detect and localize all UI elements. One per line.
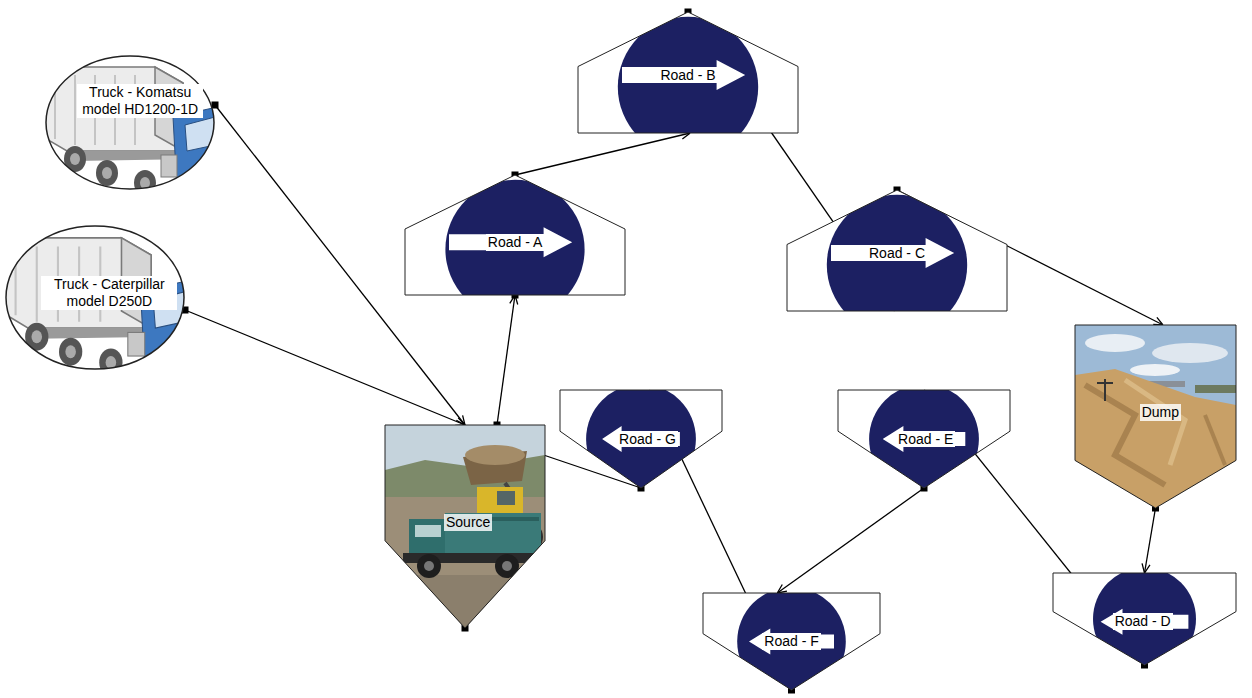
connector [777, 488, 924, 593]
shape-part [424, 561, 434, 571]
truck-circle: Truck - Komatsu model HD1200-1D [45, 55, 215, 190]
road-sign-disc [827, 195, 967, 335]
road-sign-arrow [449, 227, 572, 257]
shape-part [1130, 364, 1180, 376]
road-sign-arrow [602, 426, 680, 452]
node-label: Road - B [658, 67, 717, 84]
shape-part [45, 55, 215, 190]
road-sign-disc [618, 17, 758, 157]
shape-part [445, 513, 541, 555]
truck-circle-outline [46, 56, 214, 189]
source-pit: Source [385, 425, 545, 628]
road-sign-disc [737, 587, 846, 696]
shape-part [385, 425, 545, 628]
shape-part [64, 146, 86, 172]
connector [515, 133, 690, 175]
photo-illustration [1075, 325, 1236, 508]
pit-outline-fill [1075, 325, 1236, 508]
road-outline [560, 390, 722, 488]
road-node: Road - E [838, 390, 1010, 488]
shape-part [1125, 380, 1185, 465]
truck-circle-outline [6, 226, 184, 369]
shape-part [134, 170, 156, 196]
shape-part [385, 497, 545, 628]
pit-outline-fill [385, 425, 545, 628]
pit-outline [385, 425, 545, 628]
pit-outline [1075, 325, 1236, 508]
road-outline [578, 12, 798, 133]
node-label: Road - E [896, 431, 955, 448]
shape-part [1205, 415, 1225, 465]
road-sign-arrow [883, 426, 966, 452]
shape-part [70, 153, 80, 165]
shape-holder [45, 55, 215, 190]
node-label: Road - G [617, 431, 678, 448]
road-sign-disc [445, 180, 584, 319]
shape-part [185, 117, 215, 151]
shape-part [128, 332, 145, 356]
road-sign-arrow [1101, 609, 1189, 635]
truck-circle: Truck - Caterpillar model D250D [5, 225, 185, 370]
shape-part [1075, 325, 1236, 508]
road-sign-arrow [749, 629, 834, 655]
photo-illustration [385, 425, 545, 628]
shape-part [1097, 382, 1113, 384]
road-node: Road - A [405, 175, 625, 295]
shape-part [409, 519, 449, 555]
road-node: Road - C [787, 190, 1007, 311]
node-label: Road - A [486, 234, 544, 251]
road-sign-disc [1093, 568, 1196, 671]
shape-part [102, 167, 112, 179]
road-node: Road - B [578, 12, 798, 133]
road-outline [703, 593, 880, 690]
road-sign-arrow [831, 238, 954, 268]
node-label: Road - C [867, 245, 927, 262]
shape-part [415, 525, 441, 537]
shape-part [1075, 369, 1236, 508]
node-label: Dump [1140, 404, 1181, 421]
node-label: Source [444, 514, 492, 531]
shape-part [31, 330, 42, 343]
shape-part [25, 323, 48, 351]
truck-illustration [0, 238, 187, 377]
shape-part [465, 445, 525, 465]
shape-part [495, 554, 519, 578]
road-node: Road - F [703, 593, 880, 690]
shape-part [99, 349, 122, 377]
shape-part [417, 554, 441, 578]
shape-part [1085, 334, 1145, 352]
connector [185, 310, 465, 425]
shape-part [96, 160, 118, 186]
shape-part [497, 491, 515, 505]
node-label: Road - F [762, 633, 820, 650]
road-outline [1053, 573, 1236, 665]
shape-part [385, 575, 545, 628]
road-sign-disc [869, 384, 979, 494]
shape-part [173, 107, 217, 190]
shape-part [1195, 385, 1236, 393]
road-node: Road - D [1053, 573, 1236, 665]
node-label: Truck - Komatsu model HD1200-1D [77, 84, 203, 118]
node-label: Road - D [1113, 613, 1173, 630]
shape-part [1152, 343, 1228, 363]
road-outline [787, 190, 1007, 311]
shape-part [161, 155, 177, 177]
road-outline [405, 175, 625, 295]
road-sign-disc [586, 384, 696, 494]
shape-part [502, 561, 512, 571]
connector [497, 295, 515, 425]
shape-part [40, 67, 217, 196]
road-sign-arrow [622, 60, 745, 90]
shape-part [65, 345, 76, 358]
shape-part [0, 238, 187, 377]
connector [1145, 508, 1156, 573]
dump-site: Dump [1075, 325, 1236, 508]
road-outline [838, 390, 1010, 488]
road-node: Road - G [560, 390, 722, 488]
truck-illustration [40, 67, 217, 196]
shape-part [59, 338, 82, 366]
node-label: Truck - Caterpillar model D250D [41, 276, 177, 310]
